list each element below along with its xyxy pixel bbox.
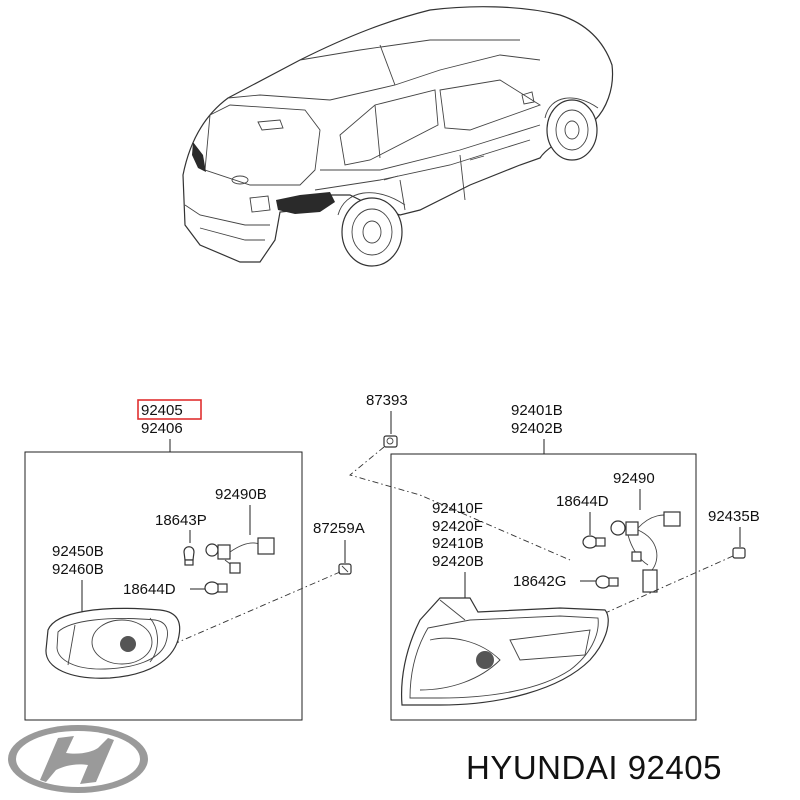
callout-92490: 92490 xyxy=(613,470,655,487)
callout-87393: 87393 xyxy=(366,392,408,409)
callout-92450B: 92450B xyxy=(52,543,104,560)
right-bulb-bottom-icon xyxy=(595,575,619,589)
left-assembly-frame xyxy=(24,451,303,721)
callout-92410B: 92410B xyxy=(432,535,484,552)
callout-92406: 92406 xyxy=(141,420,183,437)
left-bulb-large-icon xyxy=(204,581,228,595)
callout-18642G: 18642G xyxy=(513,573,566,590)
car-tail-lamp-right xyxy=(276,192,335,214)
callout-92420F: 92420F xyxy=(432,518,483,535)
brand-caption: HYUNDAI 92405 xyxy=(466,749,722,786)
callout-92402B: 92402B xyxy=(511,420,563,437)
callout-18643P: 18643P xyxy=(155,512,207,529)
left-lamp-lens xyxy=(45,607,181,679)
callout-92490B: 92490B xyxy=(215,486,267,503)
callout-92405: 92405 xyxy=(141,402,183,419)
callout-92410F: 92410F xyxy=(432,500,483,517)
car-illustration xyxy=(182,6,614,267)
brand-name: HYUNDAI xyxy=(466,749,618,786)
right-lamp-housing xyxy=(401,597,609,706)
left-bulb-small-icon xyxy=(183,546,195,566)
callout-92435B: 92435B xyxy=(708,508,760,525)
callout-92401B: 92401B xyxy=(511,402,563,419)
callout-92420B: 92420B xyxy=(432,553,484,570)
callout-92460B: 92460B xyxy=(52,561,104,578)
clip-icon xyxy=(383,435,398,448)
highlight-box xyxy=(137,399,202,420)
hyundai-logo-icon xyxy=(8,725,148,793)
callout-87259A: 87259A xyxy=(313,520,365,537)
car-tail-lamp-left xyxy=(192,142,206,172)
left-screw-icon xyxy=(338,563,352,575)
right-assembly-frame xyxy=(390,453,697,721)
right-bulb-top-icon xyxy=(582,535,606,549)
callout-18644D-left: 18644D xyxy=(123,581,176,598)
part-number: 92405 xyxy=(628,749,722,786)
callout-18644D-right: 18644D xyxy=(556,493,609,510)
left-socket-assembly xyxy=(205,537,275,574)
right-socket-assembly xyxy=(610,511,681,593)
right-nut-icon xyxy=(732,547,746,559)
